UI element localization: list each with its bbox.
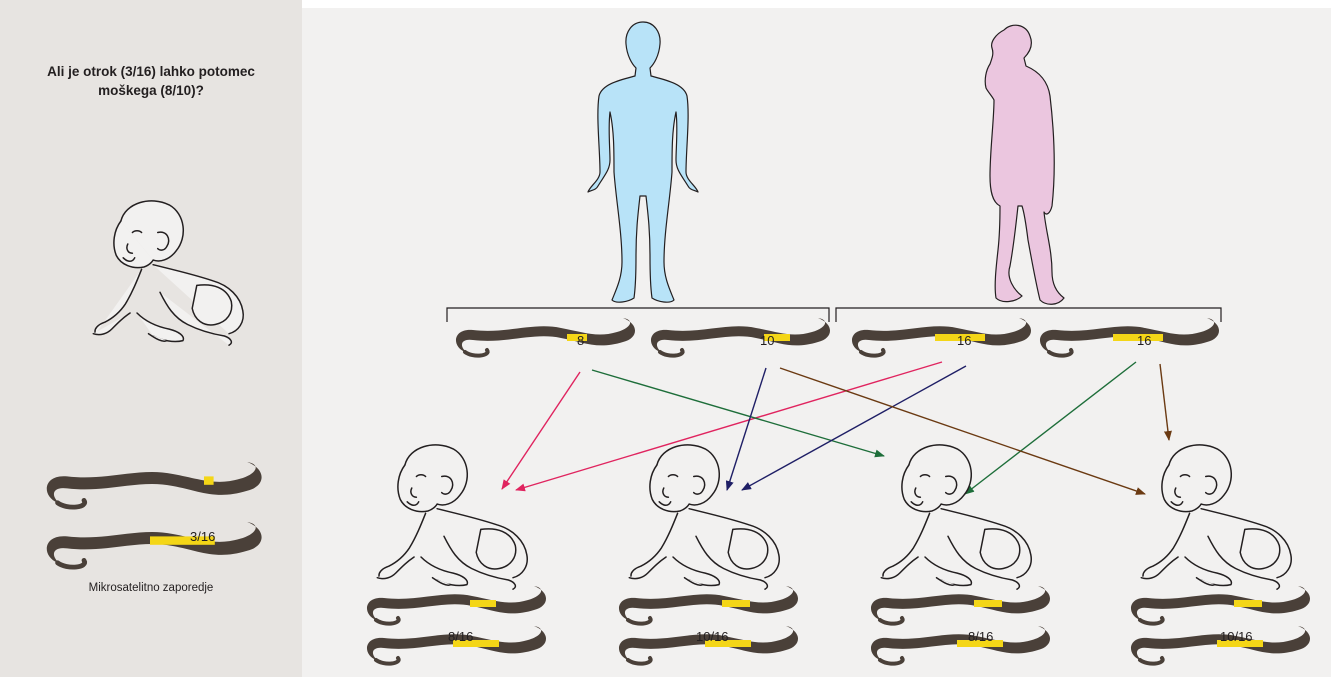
sidebar-caption: Mikrosatelitno zaporedje	[20, 582, 282, 594]
sample-ribbon-label: 3/16	[190, 529, 215, 544]
sidebar-question: Ali je otrok (3/16) lahko potomec moškeg…	[20, 62, 282, 100]
child-4-genotype-label: 10/16	[1220, 629, 1253, 644]
mother-allele-2-label: 16	[1137, 333, 1151, 348]
father-allele-2-label: 10	[760, 333, 774, 348]
repeat-block	[204, 476, 214, 484]
father-allele-1-label: 8	[577, 333, 584, 348]
child-3-genotype-label: 8/16	[968, 629, 993, 644]
sidebar-background	[0, 0, 302, 677]
child-2-genotype-label: 10/16	[696, 629, 729, 644]
child-1-genotype-label: 8/16	[448, 629, 473, 644]
mother-allele-1-label: 16	[957, 333, 971, 348]
